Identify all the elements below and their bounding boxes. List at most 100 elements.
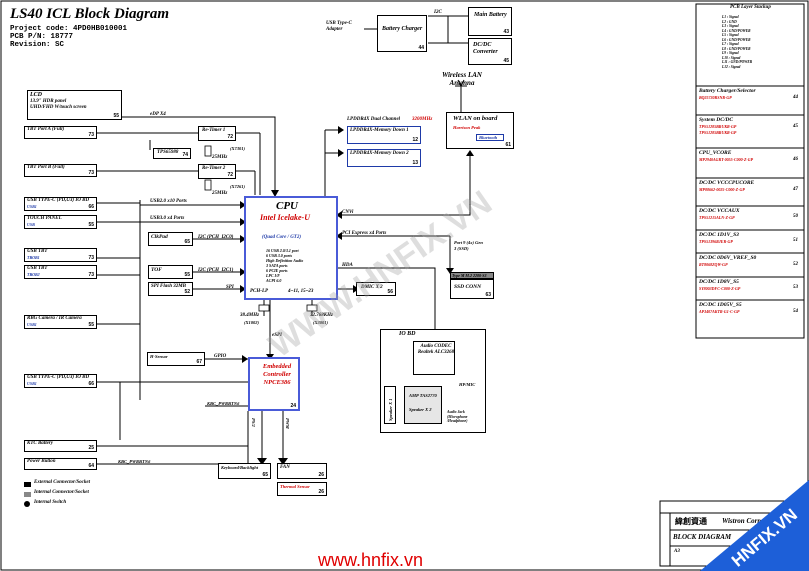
retimer-2-label: Re-Timer 2 <box>202 166 226 171</box>
cpu-block: CPU Intel Icelake-U (Quad Core / GT2) 16… <box>244 196 338 300</box>
lpddr-label: LPDDR4X Dual Channel <box>347 117 401 122</box>
section-7-num: 53 <box>793 285 798 290</box>
legend-external-swatch <box>24 482 31 487</box>
clkpad-label: ClkPad <box>151 234 168 240</box>
clkpad-num: 65 <box>184 239 190 245</box>
ssd-block: SSD CONN 63 <box>450 279 494 299</box>
left-port-1-sub: USB <box>27 222 35 227</box>
left-port-4-sub: USB1 <box>27 322 37 327</box>
keyboard-num: 65 <box>262 472 268 478</box>
section-2-title: CPU_VCORE <box>699 150 732 156</box>
lpddr-speed: 3200MHz <box>412 117 433 122</box>
left-port-1-label: TOUCH PANEL <box>27 216 62 221</box>
h-sensor-num: 67 <box>196 359 202 365</box>
power-button-label: Power Button <box>27 459 56 464</box>
url-watermark: www.hnfix.vn <box>318 550 424 570</box>
audio-jack-label: Audio Jack (Microphone /Headphone) <box>447 410 468 423</box>
ktc-num: 25 <box>88 445 94 451</box>
h-sensor-block: H-Sensor 67 <box>147 352 205 366</box>
section-6-title: DC/DC 0D6V_VREF_S0 <box>699 255 757 261</box>
corner-logo-shape <box>700 480 809 571</box>
hp-mic-label: HP/MIC <box>459 382 476 387</box>
tps65988-label: TPS65988 <box>157 150 179 155</box>
section-1-num: 45 <box>793 124 798 129</box>
section-8-num: 54 <box>793 309 798 314</box>
section-3-part: MP88662-0025-C000-Z-GP <box>699 187 745 192</box>
layer-7: L8 : GND/POWER <box>722 46 751 51</box>
company-name: Wistron Corporation <box>722 517 782 525</box>
layer-8: L9 : Signal <box>722 51 739 55</box>
memory-down-2-num: 13 <box>412 160 418 166</box>
h-sensor-label: H-Sensor <box>150 354 168 359</box>
page-title: LS40 ICL Block Diagram <box>10 6 170 22</box>
xtal-cpu-1-freq: 38.4MHz <box>240 313 260 318</box>
tbt-port-a-num: 73 <box>88 132 94 138</box>
pwm-label: PWM <box>285 418 290 429</box>
spi-flash-num: 52 <box>184 289 190 295</box>
section-2-part: MP2940AGRT-0055-C000-Z-GP <box>699 157 754 162</box>
gpio-label: GPIO <box>214 354 227 359</box>
corner-logo: HNFIX.VN <box>700 480 809 571</box>
cpu-feature-3: 3 SATA ports <box>266 263 288 268</box>
block-diagram-label: BLOCK DIAGRAM <box>673 533 732 541</box>
bluetooth-label: Bluetooth <box>479 135 498 140</box>
usb3-ports-label: USB3.0 x4 Ports <box>150 216 185 221</box>
section-3-title: DC/DC VCCCPUCORE <box>699 180 755 186</box>
thermal-num: 26 <box>318 489 324 495</box>
section-2-num: 46 <box>793 157 798 162</box>
main-battery-num: 43 <box>503 29 509 35</box>
cpu-label: CPU <box>276 200 298 212</box>
cpu-cores: (Quad Core / GT2) <box>262 235 302 240</box>
stackup-title: PCB Layer Stackup <box>730 5 771 10</box>
tbt-port-b-label: TBT Port B (Full) <box>27 165 65 170</box>
cpu-feature-6: ACPI 6.0 <box>266 278 282 283</box>
usb-typec-port-2: USB TYPE-C (PD,U3) IO BD USB1 66 <box>24 374 97 388</box>
layer-2: L3 : Signal <box>722 24 739 28</box>
retimer-1-label: Re-Timer 1 <box>202 128 226 133</box>
battery-charger-label: Battery Charger <box>382 26 423 32</box>
ec-block: Embedded Controller NPCE386 24 <box>248 357 300 411</box>
layer-3: L4 : GND/POWER <box>722 28 751 33</box>
layer-11: L12 : Signal <box>722 64 741 69</box>
memory-down-1-num: 12 <box>412 137 418 143</box>
tps65988-block: TPS65988 74 <box>153 148 191 159</box>
layer-5: L6 : GND/POWER <box>722 37 751 42</box>
memory-down-2-block: LPDDR4X-Memory Down 2 13 <box>347 149 421 167</box>
left-port-3-sub: TBOB2 <box>27 272 40 277</box>
tbt-port-b: TBT Port B (Full) 73 <box>24 164 97 177</box>
lcd-num: 55 <box>113 113 119 119</box>
section-1-title: System DC/DC <box>699 117 734 123</box>
retimer-2-freq: 25MHz <box>212 191 228 196</box>
dmic-block: DMIC X 2 56 <box>356 282 396 296</box>
kbc-pwrbtn-label: KBC_PWRBTN# <box>207 401 240 406</box>
i2c-tof-label: I2C (PCH_I2C1) <box>198 268 234 273</box>
fan-label: FAN <box>280 465 290 470</box>
io-bd-label: IO BD <box>399 331 416 337</box>
wireless-antenna-label: Wireless LAN Antenna <box>442 71 482 87</box>
ktc-label: KTC Battery <box>27 441 53 446</box>
ps2-label: PS/2 <box>251 418 256 427</box>
keyboard-label: Keyboard/Backlight <box>221 465 258 470</box>
io-bd-block: IO BD Audio CODEC Realtek ALC3268 Speake… <box>380 329 486 433</box>
retimer-2-xtal: (X7261) <box>230 184 245 189</box>
cpu-feature-5: LPC I/F <box>266 273 280 278</box>
lcd-block: LCD 13.9" HDR panel UHD/FHD W/touch scre… <box>27 90 122 120</box>
section-8-title: DC/DC 1D05V_S5 <box>699 302 742 308</box>
power-button-block: Power Button 64 <box>24 458 97 470</box>
memory-down-1-label: LPDDR4X-Memory Down 1 <box>350 128 409 133</box>
usb-typec2-num: 66 <box>88 381 94 387</box>
retimer-1-xtal: (X7301) <box>230 146 245 151</box>
spi-label: SPI <box>226 285 234 290</box>
keyboard-block: Keyboard/Backlight 65 <box>218 463 271 479</box>
retimer-2-block: Re-Timer 2 72 <box>198 164 236 179</box>
thermal-label: Thermal Sensor <box>280 484 310 489</box>
audio-codec-label: Audio CODEC Realtek ALC3268 <box>417 344 455 355</box>
left-port-3-num: 73 <box>88 272 94 278</box>
legend-switch-icon <box>24 501 30 507</box>
usb-tbt-port-2: USB TBT TBOB2 73 <box>24 265 97 279</box>
tps65988-num: 74 <box>182 152 188 158</box>
amp-label: AMP TAS2770 <box>409 393 437 398</box>
section-1-part2: TPS51285BRUKR-GP <box>699 130 737 135</box>
usb-typec2-label: USB TYPE-C (PD,U3) IO BD <box>27 375 90 380</box>
left-port-4-num: 55 <box>88 322 94 328</box>
